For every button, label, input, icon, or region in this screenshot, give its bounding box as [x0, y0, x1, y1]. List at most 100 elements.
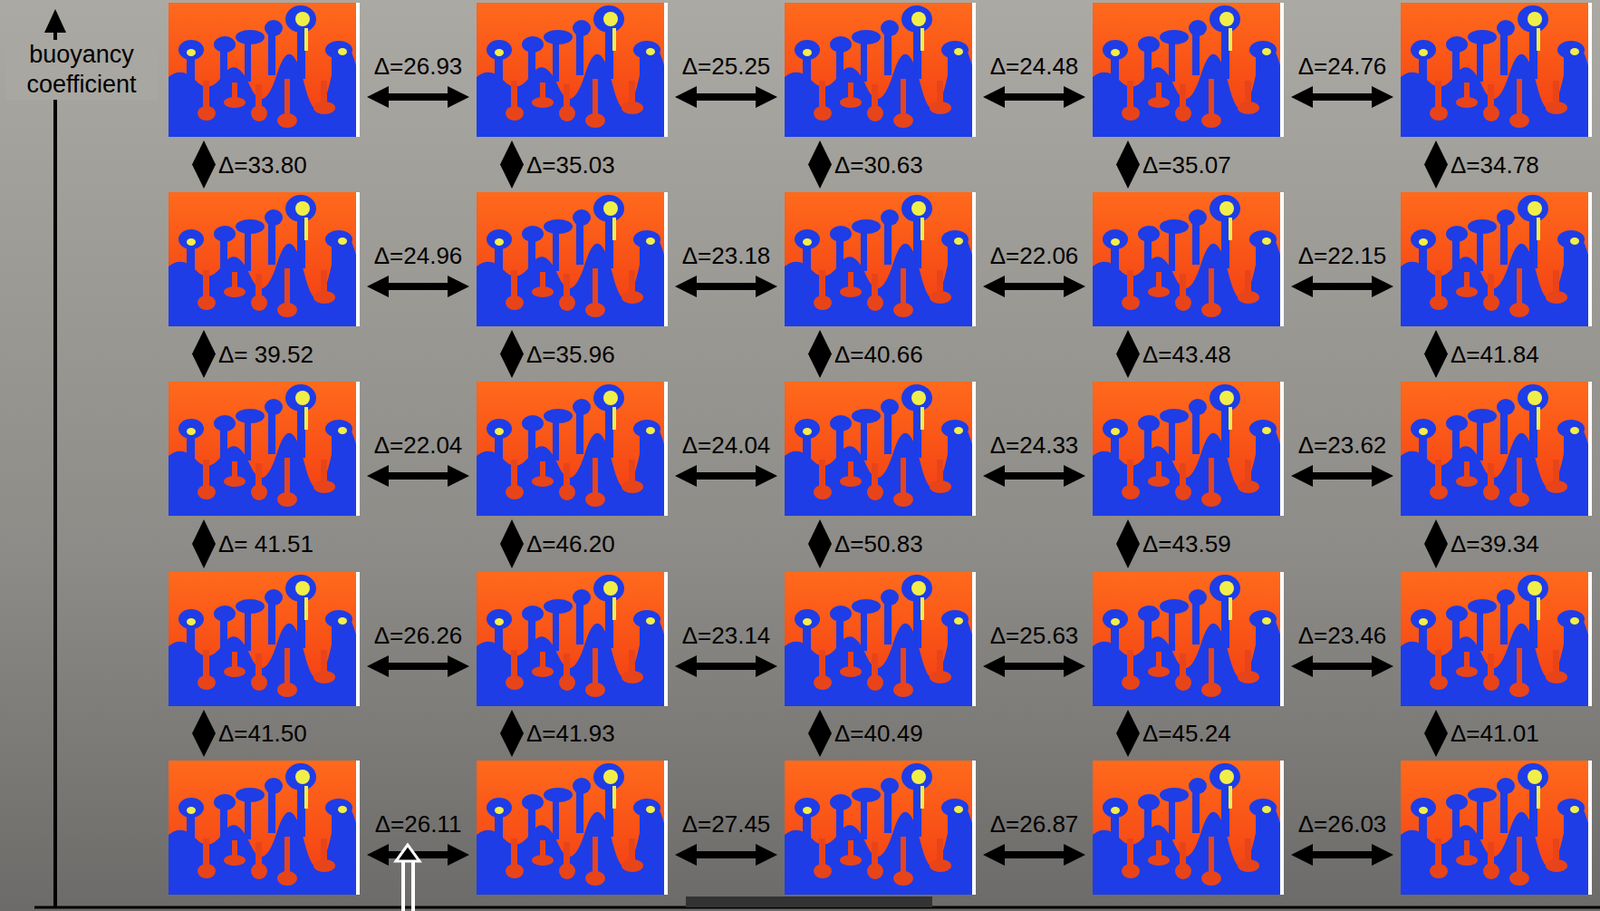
double-arrow — [1116, 519, 1140, 569]
delta-value: Δ=43.59 — [1142, 530, 1232, 558]
double-arrow — [192, 709, 216, 757]
simulation-image — [168, 760, 360, 895]
delta-value: Δ= 39.52 — [218, 340, 314, 368]
double-arrow — [983, 275, 1086, 298]
bar — [685, 896, 933, 907]
delta-value: Δ=27.45 — [682, 809, 772, 838]
delta-value: Δ=22.04 — [374, 431, 463, 459]
double-arrow — [674, 843, 778, 866]
double-arrow — [366, 843, 470, 866]
double-arrow — [366, 655, 470, 677]
double-arrow — [1424, 709, 1448, 757]
simulation-image — [476, 381, 668, 516]
simulation-image — [784, 192, 976, 327]
double-arrow — [366, 275, 470, 298]
delta-value: Δ=24.04 — [682, 431, 772, 459]
delta-value: Δ=35.96 — [526, 340, 616, 368]
double-arrow — [808, 709, 832, 757]
double-arrow — [366, 86, 470, 108]
delta-value: Δ=30.63 — [834, 151, 924, 179]
double-arrow — [983, 464, 1086, 487]
double-arrow — [674, 86, 778, 108]
double-arrow — [1291, 86, 1394, 108]
delta-value: Δ=23.18 — [682, 241, 772, 270]
delta-value: Δ=43.48 — [1142, 340, 1232, 368]
double-arrow — [500, 140, 524, 189]
delta-value: Δ=41.84 — [1450, 340, 1540, 368]
simulation-image — [168, 381, 360, 516]
simulation-image — [476, 192, 668, 327]
double-arrow — [983, 86, 1086, 108]
simulation-image — [1092, 381, 1284, 516]
delta-value: Δ=23.62 — [1298, 431, 1388, 459]
delta-value: Δ=24.96 — [374, 241, 463, 270]
double-arrow — [1424, 329, 1448, 378]
delta-value: Δ=35.07 — [1142, 151, 1232, 179]
double-arrow — [674, 655, 778, 677]
delta-value: Δ=24.76 — [1298, 52, 1388, 80]
double-arrow — [983, 655, 1086, 677]
simulation-image — [168, 571, 360, 706]
double-arrow — [808, 519, 832, 569]
double-arrow — [808, 140, 832, 189]
simulation-image — [1400, 760, 1592, 895]
axis-line — [53, 27, 58, 907]
delta-value: Δ=26.26 — [374, 621, 463, 649]
delta-value: Δ=40.66 — [834, 340, 924, 368]
double-arrow — [500, 329, 524, 378]
double-arrow — [674, 464, 778, 487]
simulation-image — [784, 571, 976, 706]
delta-value: Δ=22.06 — [990, 241, 1080, 270]
simulation-image — [1400, 2, 1592, 137]
simulation-image — [1092, 571, 1284, 706]
delta-value: Δ=41.01 — [1450, 719, 1540, 747]
delta-value: Δ=23.46 — [1298, 621, 1388, 649]
delta-value: Δ=41.93 — [526, 719, 616, 747]
double-arrow — [366, 464, 470, 487]
delta-value: Δ=26.93 — [374, 52, 463, 80]
double-arrow — [1116, 329, 1140, 378]
simulation-image — [476, 2, 668, 137]
delta-value: Δ=26.87 — [990, 809, 1080, 838]
simulation-image — [1400, 192, 1592, 327]
simulation-image — [1092, 192, 1284, 327]
delta-value: Δ=39.34 — [1450, 530, 1540, 558]
double-arrow — [500, 709, 524, 757]
simulation-image — [784, 760, 976, 895]
simulation-image — [476, 760, 668, 895]
double-arrow — [808, 329, 832, 378]
delta-value: Δ=23.14 — [682, 621, 772, 649]
delta-value: Δ=50.83 — [834, 530, 924, 558]
delta-value: Δ=26.03 — [1298, 809, 1388, 838]
simulation-image — [1400, 571, 1592, 706]
simulation-image — [168, 2, 360, 137]
delta-value: Δ=33.80 — [218, 151, 308, 179]
simulation-image — [784, 2, 976, 137]
delta-value: Δ=34.78 — [1450, 151, 1540, 179]
delta-value: Δ= 41.51 — [218, 530, 314, 558]
simulation-image — [784, 381, 976, 516]
double-arrow — [1116, 709, 1140, 757]
simulation-image — [476, 571, 668, 706]
delta-value: Δ=25.63 — [990, 621, 1080, 649]
simulation-image — [1400, 381, 1592, 516]
double-arrow — [192, 329, 216, 378]
double-arrow — [1291, 464, 1394, 487]
delta-value: Δ=22.15 — [1298, 241, 1388, 270]
double-arrow — [1116, 140, 1140, 189]
delta-value: Δ=40.49 — [834, 719, 924, 747]
double-arrow — [1291, 275, 1394, 298]
double-arrow — [192, 140, 216, 189]
delta-value: Δ=25.25 — [682, 52, 772, 80]
double-arrow — [1424, 519, 1448, 569]
double-arrow — [1291, 843, 1394, 866]
double-arrow — [1424, 140, 1448, 189]
simulation-image — [1092, 2, 1284, 137]
white-arrow — [395, 844, 420, 911]
axis-label: buoyancy coefficient — [5, 39, 158, 100]
delta-value: Δ=46.20 — [526, 530, 616, 558]
double-arrow — [674, 275, 778, 298]
simulation-image — [168, 192, 360, 327]
double-arrow — [983, 843, 1086, 866]
delta-value: Δ=26.11 — [375, 809, 463, 838]
